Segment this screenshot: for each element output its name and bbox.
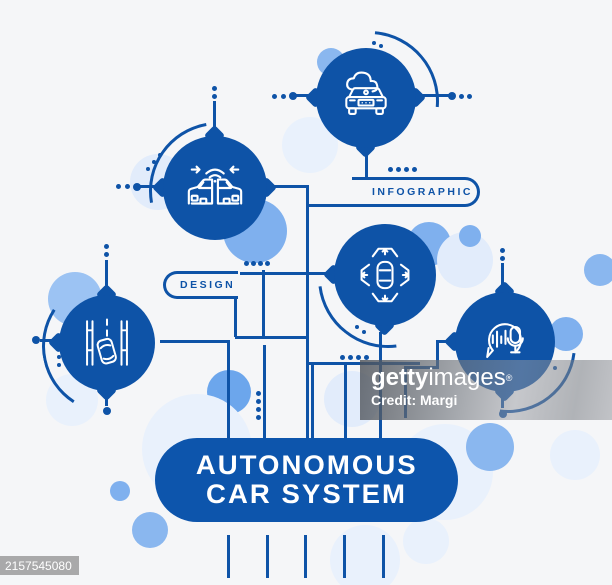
connector-line bbox=[501, 263, 504, 288]
connector-dot bbox=[212, 94, 217, 99]
tag-design: DESIGN bbox=[163, 271, 238, 299]
connector-dot bbox=[500, 256, 505, 261]
connector-line bbox=[270, 185, 307, 188]
vehicle-communication-icon bbox=[187, 165, 243, 205]
decor-dot bbox=[379, 44, 383, 48]
decor-dot bbox=[364, 355, 369, 360]
lane-assist-icon bbox=[86, 318, 128, 366]
decor-circle bbox=[330, 525, 400, 585]
decor-dot bbox=[57, 363, 61, 367]
connector-line bbox=[365, 152, 368, 180]
decor-dot bbox=[340, 355, 345, 360]
node-surround-sensor bbox=[334, 224, 436, 326]
title-line-1: AUTONOMOUS bbox=[195, 450, 418, 480]
connector-dot bbox=[281, 94, 286, 99]
connector-line bbox=[227, 535, 230, 578]
decor-dot bbox=[258, 261, 263, 266]
decor-dot bbox=[152, 160, 156, 164]
title-banner: AUTONOMOUS CAR SYSTEM bbox=[155, 438, 458, 522]
decor-dot bbox=[355, 325, 359, 329]
connector-dot bbox=[125, 184, 130, 189]
decor-dot bbox=[158, 153, 162, 157]
decor-dot bbox=[251, 261, 256, 266]
connector-dot bbox=[212, 86, 217, 91]
connector-dot bbox=[32, 336, 40, 344]
connector-line bbox=[213, 101, 216, 131]
decor-dot bbox=[256, 407, 261, 412]
title-line-2: CAR SYSTEM bbox=[206, 479, 407, 509]
decor-circle bbox=[550, 430, 600, 480]
connector-dot bbox=[104, 252, 109, 257]
decor-dot bbox=[348, 355, 353, 360]
tag-infographic: INFOGRAPHIC bbox=[352, 177, 480, 207]
connector-line bbox=[263, 345, 266, 438]
connector-line bbox=[240, 272, 335, 275]
getty-credit: Credit: Margi bbox=[371, 392, 458, 408]
connector-line bbox=[306, 185, 309, 438]
connector-line bbox=[227, 340, 230, 438]
decor-dot bbox=[396, 167, 401, 172]
getty-brand: gettyimages® bbox=[371, 366, 612, 390]
decor-circle bbox=[584, 254, 612, 286]
getty-watermark: gettyimages® Credit: Margi bbox=[360, 360, 612, 420]
connector-dot bbox=[459, 94, 464, 99]
connector-line bbox=[343, 535, 346, 578]
connector-line bbox=[234, 299, 237, 337]
decor-dot bbox=[256, 391, 261, 396]
connector-line bbox=[344, 362, 347, 438]
decor-circle bbox=[459, 225, 481, 247]
decor-dot bbox=[412, 167, 417, 172]
connector-line bbox=[105, 260, 108, 286]
connector-line bbox=[304, 535, 307, 578]
decor-dot bbox=[356, 355, 361, 360]
connector-dot bbox=[133, 183, 141, 191]
getty-brand-light: images bbox=[428, 364, 506, 391]
connector-dot bbox=[448, 92, 456, 100]
tag-infographic-label: INFOGRAPHIC bbox=[372, 186, 473, 198]
decor-dot bbox=[146, 167, 150, 171]
connector-dot bbox=[467, 94, 472, 99]
decor-dot bbox=[404, 167, 409, 172]
connector-dot bbox=[104, 244, 109, 249]
node-vehicle-communication bbox=[163, 136, 267, 240]
decor-circle bbox=[132, 512, 168, 548]
decor-dot bbox=[256, 399, 261, 404]
surround-sensor-icon bbox=[360, 247, 410, 303]
decor-dot bbox=[372, 41, 376, 45]
decor-circle bbox=[466, 423, 514, 471]
node-lane-assist bbox=[59, 295, 155, 391]
getty-brand-bold: getty bbox=[371, 364, 429, 391]
connector-line bbox=[307, 204, 352, 207]
registered-mark: ® bbox=[505, 373, 513, 383]
connector-line bbox=[235, 336, 307, 339]
connector-dot bbox=[272, 94, 277, 99]
connector-dot bbox=[500, 248, 505, 253]
decor-dot bbox=[265, 261, 270, 266]
connected-car-cloud-icon bbox=[345, 71, 387, 115]
decor-circle bbox=[110, 481, 130, 501]
decor-dot bbox=[244, 261, 249, 266]
connector-dot bbox=[116, 184, 121, 189]
connector-line bbox=[160, 340, 230, 343]
decor-dot bbox=[256, 415, 261, 420]
connector-dot bbox=[103, 407, 111, 415]
connector-line bbox=[436, 340, 439, 369]
connector-line bbox=[311, 362, 314, 438]
connector-line bbox=[412, 94, 452, 97]
decor-dot bbox=[388, 167, 393, 172]
connector-line bbox=[382, 535, 385, 578]
node-connected-car-cloud bbox=[316, 48, 416, 148]
image-id-text: 2157545080 bbox=[5, 558, 72, 573]
decor-circle bbox=[403, 518, 449, 564]
tag-design-label: DESIGN bbox=[180, 279, 236, 291]
connector-line bbox=[262, 270, 265, 337]
connector-dot bbox=[289, 92, 297, 100]
voice-control-icon bbox=[486, 323, 524, 359]
decor-dot bbox=[362, 330, 366, 334]
connector-line bbox=[266, 535, 269, 578]
decor-dot bbox=[57, 355, 61, 359]
image-id-watermark: 2157545080 bbox=[0, 556, 79, 575]
